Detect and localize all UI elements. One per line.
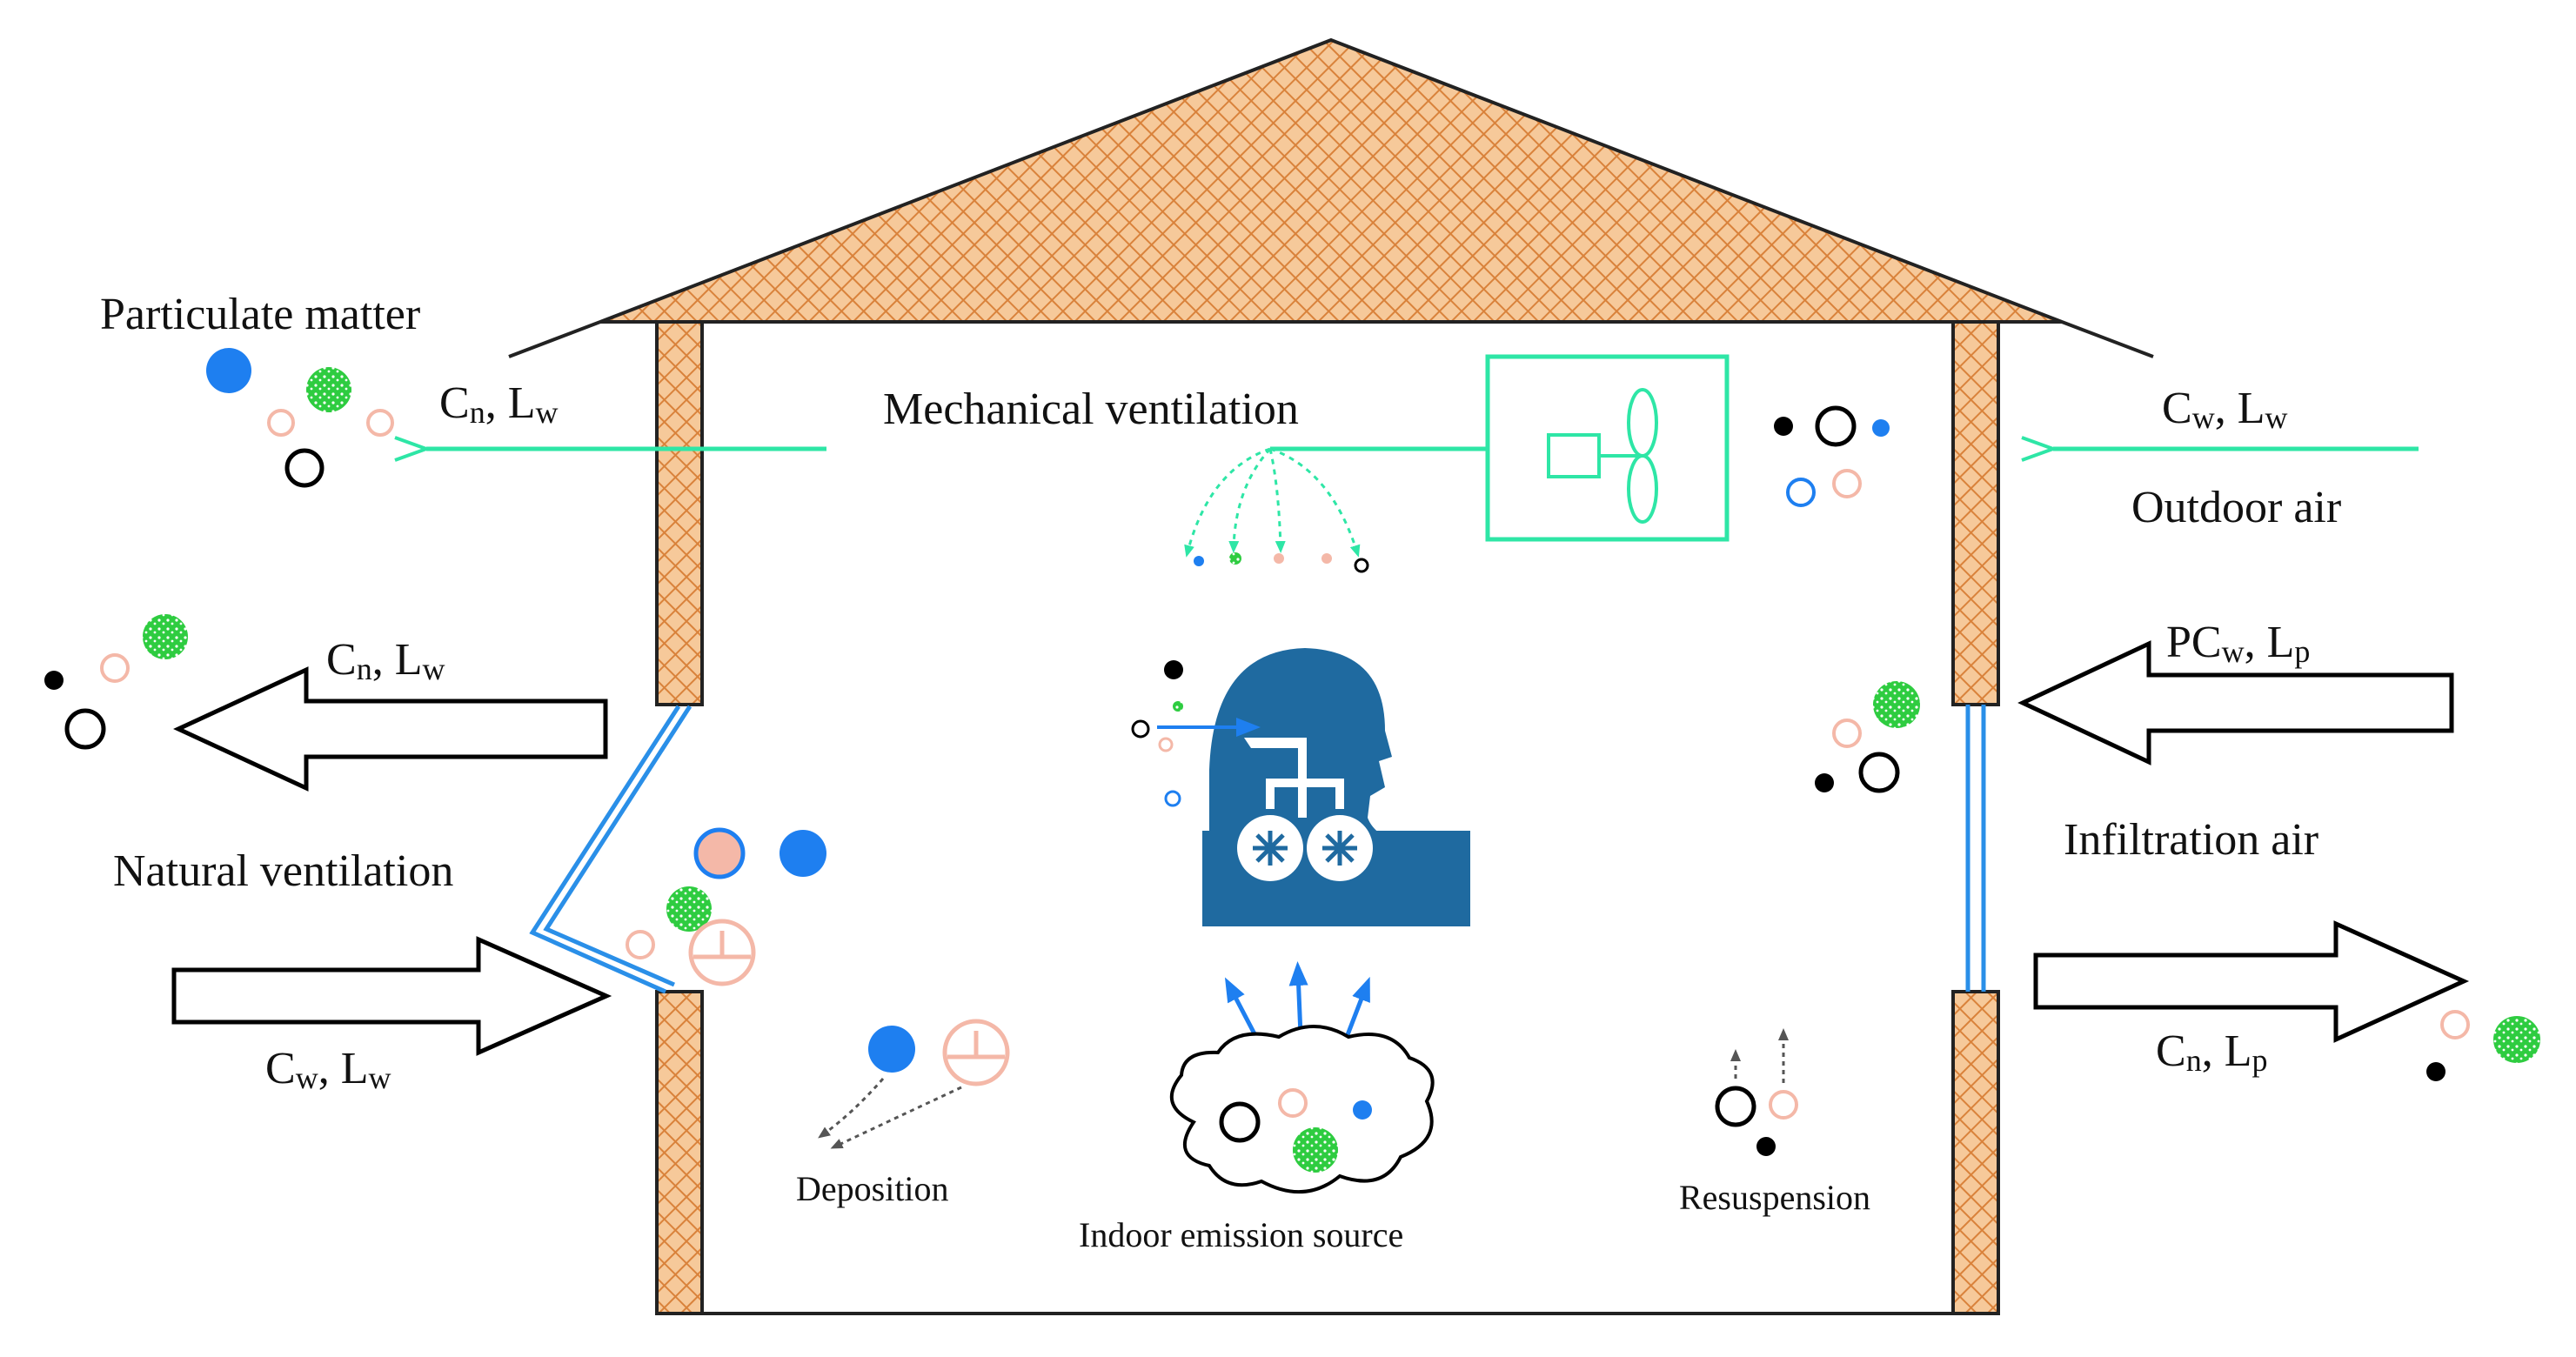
formula-mech-in: Cw, Lw — [2162, 384, 2287, 435]
outdoor-air-label: Outdoor air — [2131, 483, 2341, 532]
mechanical-ventilation-label: Mechanical ventilation — [883, 384, 1299, 434]
natural-in-arrow — [171, 936, 612, 1056]
natural-in-particles — [626, 827, 826, 986]
formula-natural-out: Cn, Lw — [326, 635, 445, 686]
particulate-matter-label: Particulate matter — [100, 290, 420, 339]
left-wall-lower — [655, 990, 704, 1315]
right-window — [1965, 705, 1986, 992]
fan-unit — [1485, 354, 1730, 542]
formula-natural-in: Cw, Lw — [265, 1044, 391, 1095]
roof — [508, 37, 2154, 358]
house-walls — [655, 320, 2000, 1315]
inhaled-particles — [1131, 660, 1183, 807]
fan-icon — [1547, 388, 1658, 524]
natural-ventilation-label: Natural ventilation — [113, 846, 453, 896]
cloud-icon — [1169, 1025, 1435, 1194]
sampler-icon — [942, 1019, 1010, 1086]
infiltration-air-label: Infiltration air — [2064, 815, 2318, 865]
left-open-window — [529, 705, 693, 994]
diffuser-particles — [1194, 552, 1369, 573]
infiltration-out-particles — [2426, 1010, 2540, 1081]
right-wall-upper — [1951, 320, 2000, 706]
sampler-icon — [688, 919, 756, 986]
deposition-label: Deposition — [796, 1169, 949, 1208]
deposition-particles — [818, 1019, 1010, 1149]
indoor-emission-source-label: Indoor emission source — [1079, 1215, 1403, 1254]
formula-infiltration-out: Cn, Lp — [2156, 1026, 2267, 1078]
intake-particles — [1774, 405, 1890, 507]
resuspension-particles — [1715, 1028, 1798, 1156]
natural-out-arrow — [173, 666, 608, 792]
infiltration-out-arrow — [2033, 920, 2470, 1043]
infiltration-in-arrow — [2017, 640, 2454, 765]
resuspension-label: Resuspension — [1679, 1178, 1870, 1217]
natural-out-particles — [44, 614, 188, 750]
formula-infiltration-in: PCw, Lp — [2166, 618, 2310, 669]
green-particle — [306, 367, 351, 412]
emission-particles — [1219, 1088, 1372, 1173]
formula-mech-out: Cn, Lw — [439, 378, 558, 430]
right-wall-lower — [1951, 990, 2000, 1315]
infiltration-in-particles — [1815, 681, 1920, 793]
human-lungs-icon — [1157, 648, 1470, 926]
particulate-matter-cluster — [206, 348, 394, 488]
left-wall-upper — [655, 320, 704, 706]
mechanical-diffuser-flow — [1184, 447, 1361, 558]
